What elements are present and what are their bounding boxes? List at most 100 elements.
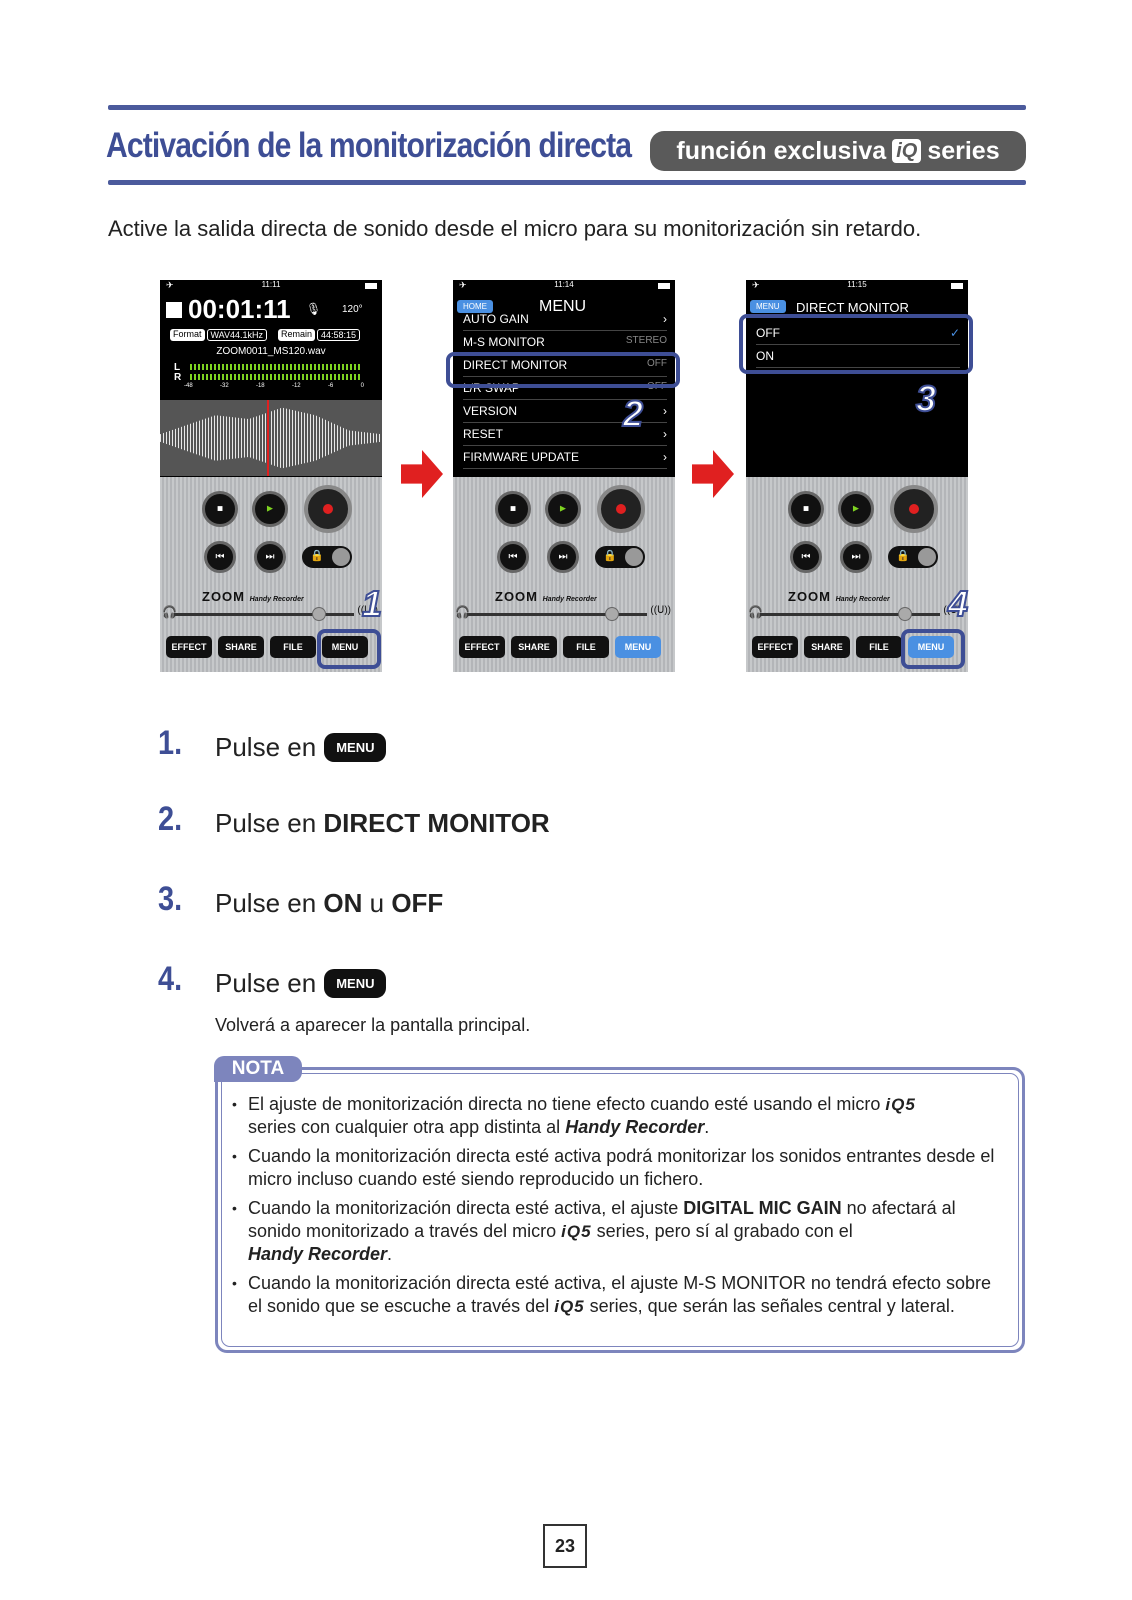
menu-item-direct-monitor[interactable]: DIRECT MONITOR OFF	[463, 358, 667, 377]
menu-item-firmware[interactable]: FIRMWARE UPDATE›	[463, 450, 667, 469]
airplane-icon: ✈	[752, 280, 760, 290]
tab-menu[interactable]: MENU	[322, 636, 368, 658]
rewind-button[interactable]: ⏮	[790, 541, 822, 573]
tab-file[interactable]: FILE	[270, 636, 316, 658]
stop-button[interactable]: ■	[788, 491, 824, 527]
menu-item-value: OFF	[647, 358, 667, 369]
tab-share[interactable]: SHARE	[804, 636, 850, 658]
play-icon: ►	[558, 503, 568, 515]
note-text: Cuando la monitorización directa esté ac…	[248, 1146, 995, 1189]
screen-display: ✈ 11:14 HOME MENU AUTO GAIN› M-S MONITOR…	[453, 280, 675, 477]
step-number: 3.	[158, 880, 183, 918]
brand-sub: Handy Recorder	[835, 596, 890, 603]
back-to-menu-button[interactable]: MENU	[750, 300, 786, 313]
menu-item-label: AUTO GAIN	[463, 312, 529, 326]
volume-slider[interactable]	[467, 607, 647, 621]
tab-effect[interactable]: EFFECT	[166, 636, 212, 658]
stop-button[interactable]: ■	[495, 491, 531, 527]
scale-tick: -18	[255, 383, 265, 389]
menu-item-auto-gain[interactable]: AUTO GAIN›	[463, 312, 667, 331]
tab-bar: EFFECT SHARE FILE MENU	[459, 636, 661, 658]
lock-toggle[interactable]: 🔒	[888, 546, 938, 568]
tab-effect[interactable]: EFFECT	[752, 636, 798, 658]
menu-item-version[interactable]: VERSION›	[463, 404, 667, 423]
step-number: 1.	[158, 724, 183, 762]
stereo-width: 120°	[342, 304, 363, 315]
step-text: Pulse en	[215, 888, 324, 918]
control-panel: ■ ► ⏮ ⏭ 🔒 ZOOM Handy Recorder 🎧 ((ᑌ)) EF…	[746, 477, 968, 672]
brand: ZOOM	[202, 589, 245, 604]
play-button[interactable]: ►	[252, 491, 288, 527]
menu-item-label: VERSION	[463, 404, 518, 418]
tab-share[interactable]: SHARE	[218, 636, 264, 658]
timer-value: 00:01:11	[188, 294, 291, 324]
record-button[interactable]	[304, 485, 352, 533]
tab-file[interactable]: FILE	[563, 636, 609, 658]
clock: 11:15	[847, 280, 867, 289]
meter-l-label: L	[174, 362, 181, 373]
stop-square-icon	[166, 302, 182, 318]
volume-knob[interactable]	[898, 607, 912, 621]
format-label: Format	[170, 329, 205, 341]
tab-share[interactable]: SHARE	[511, 636, 557, 658]
tab-file[interactable]: FILE	[856, 636, 902, 658]
page-number: 23	[543, 1524, 587, 1568]
highlight-direct-monitor	[446, 352, 680, 388]
lock-toggle[interactable]: 🔒	[302, 546, 352, 568]
stop-button[interactable]: ■	[202, 491, 238, 527]
brand: ZOOM	[788, 589, 831, 604]
headphone-icon: 🎧	[455, 605, 470, 619]
screen-main: ✈ 11:11 00:01:11 🎙 120° Format WAV44.1kH…	[160, 280, 382, 672]
battery-icon	[365, 283, 377, 289]
note-box	[215, 1067, 1025, 1353]
rewind-button[interactable]: ⏮	[497, 541, 529, 573]
record-button[interactable]	[597, 485, 645, 533]
play-button[interactable]: ►	[838, 491, 874, 527]
list-item: El ajuste de monitorización directa no t…	[232, 1093, 1007, 1139]
waveform[interactable]	[160, 400, 382, 476]
forward-button[interactable]: ⏭	[547, 541, 579, 573]
play-button[interactable]: ►	[545, 491, 581, 527]
iq5-logo: iQ5	[885, 1095, 916, 1114]
lock-icon: 🔒	[896, 550, 910, 562]
home-button[interactable]: HOME	[457, 300, 493, 313]
callout-3: 3	[915, 377, 937, 420]
callout-1: 1	[361, 582, 383, 625]
menu-item-label: DIRECT MONITOR	[463, 358, 568, 372]
lock-knob	[332, 548, 350, 566]
rewind-button[interactable]: ⏮	[204, 541, 236, 573]
tab-menu[interactable]: MENU	[615, 636, 661, 658]
list-item: Cuando la monitorización directa esté ac…	[232, 1197, 1007, 1266]
forward-button[interactable]: ⏭	[840, 541, 872, 573]
note-text: .	[387, 1244, 393, 1264]
chevron-right-icon: ›	[663, 450, 667, 464]
tab-menu[interactable]: MENU	[908, 636, 954, 658]
step-3: Pulse en ON u OFF	[215, 888, 443, 919]
volume-slider[interactable]	[174, 607, 354, 621]
record-icon	[909, 504, 919, 514]
menu-item-label: M-S MONITOR	[463, 335, 545, 349]
forward-button[interactable]: ⏭	[254, 541, 286, 573]
speaker-icon: ((ᑌ))	[943, 605, 964, 616]
highlight-menu-1	[317, 629, 381, 669]
menu-header: MENU DIRECT MONITOR	[746, 294, 968, 320]
headphone-icon: 🎧	[748, 605, 763, 619]
lock-knob	[625, 548, 643, 566]
step-text: Pulse en	[215, 732, 317, 762]
tab-effect[interactable]: EFFECT	[459, 636, 505, 658]
volume-slider[interactable]	[760, 607, 940, 621]
volume-knob[interactable]	[605, 607, 619, 621]
rewind-icon: ⏮	[215, 551, 225, 563]
lock-toggle[interactable]: 🔒	[595, 546, 645, 568]
volume-knob[interactable]	[312, 607, 326, 621]
menu-item-label: RESET	[463, 427, 504, 441]
option-on[interactable]: ON	[756, 349, 960, 368]
menu-item-reset[interactable]: RESET›	[463, 427, 667, 446]
lock-icon: 🔒	[603, 550, 617, 562]
playhead[interactable]	[267, 400, 269, 476]
app-name: Handy Recorder	[565, 1117, 705, 1137]
option-off[interactable]: OFF✓	[756, 326, 960, 345]
format-value: WAV44.1kHz	[206, 329, 268, 341]
record-button[interactable]	[890, 485, 938, 533]
step-2: Pulse en DIRECT MONITOR	[215, 808, 550, 839]
